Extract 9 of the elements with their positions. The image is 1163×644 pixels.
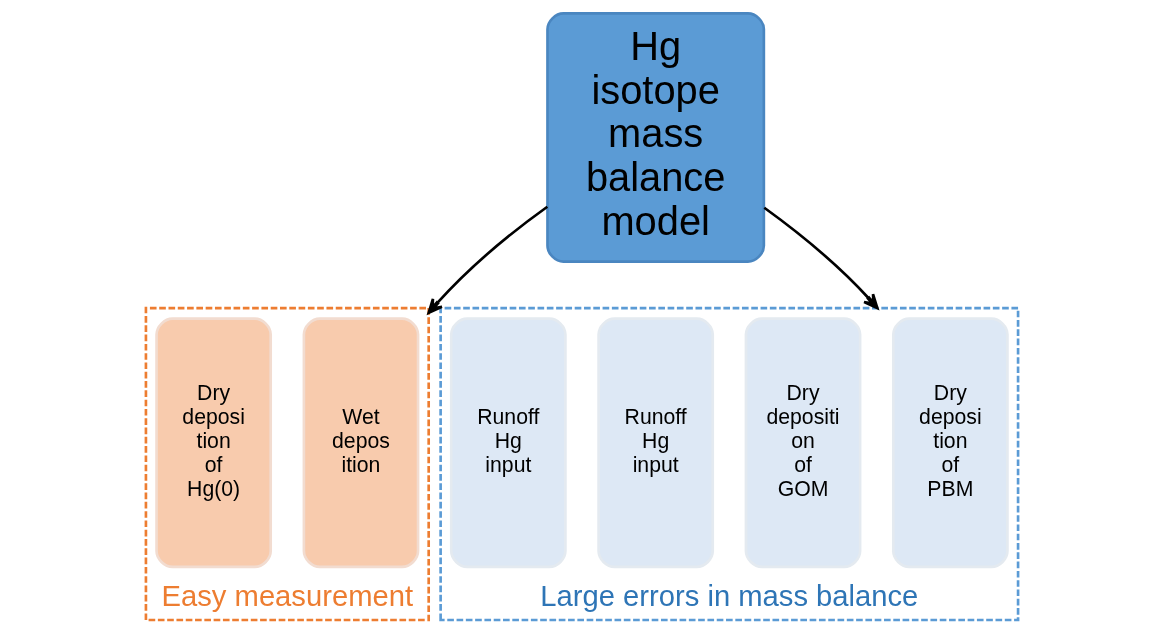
node-box: Runoff Hg input <box>449 317 567 569</box>
node-box: Dry deposi tion of PBM <box>891 317 1009 569</box>
node-box: Runoff Hg input <box>596 317 714 569</box>
node-box: Wet depos ition <box>302 317 419 569</box>
node-box: Hg isotope mass balance model <box>545 12 765 263</box>
node-box: Dry deposi tion of Hg(0) <box>154 317 272 569</box>
arrow <box>426 205 548 315</box>
node-box: Dry depositi on of GOM <box>744 317 861 569</box>
arrow <box>763 206 879 310</box>
